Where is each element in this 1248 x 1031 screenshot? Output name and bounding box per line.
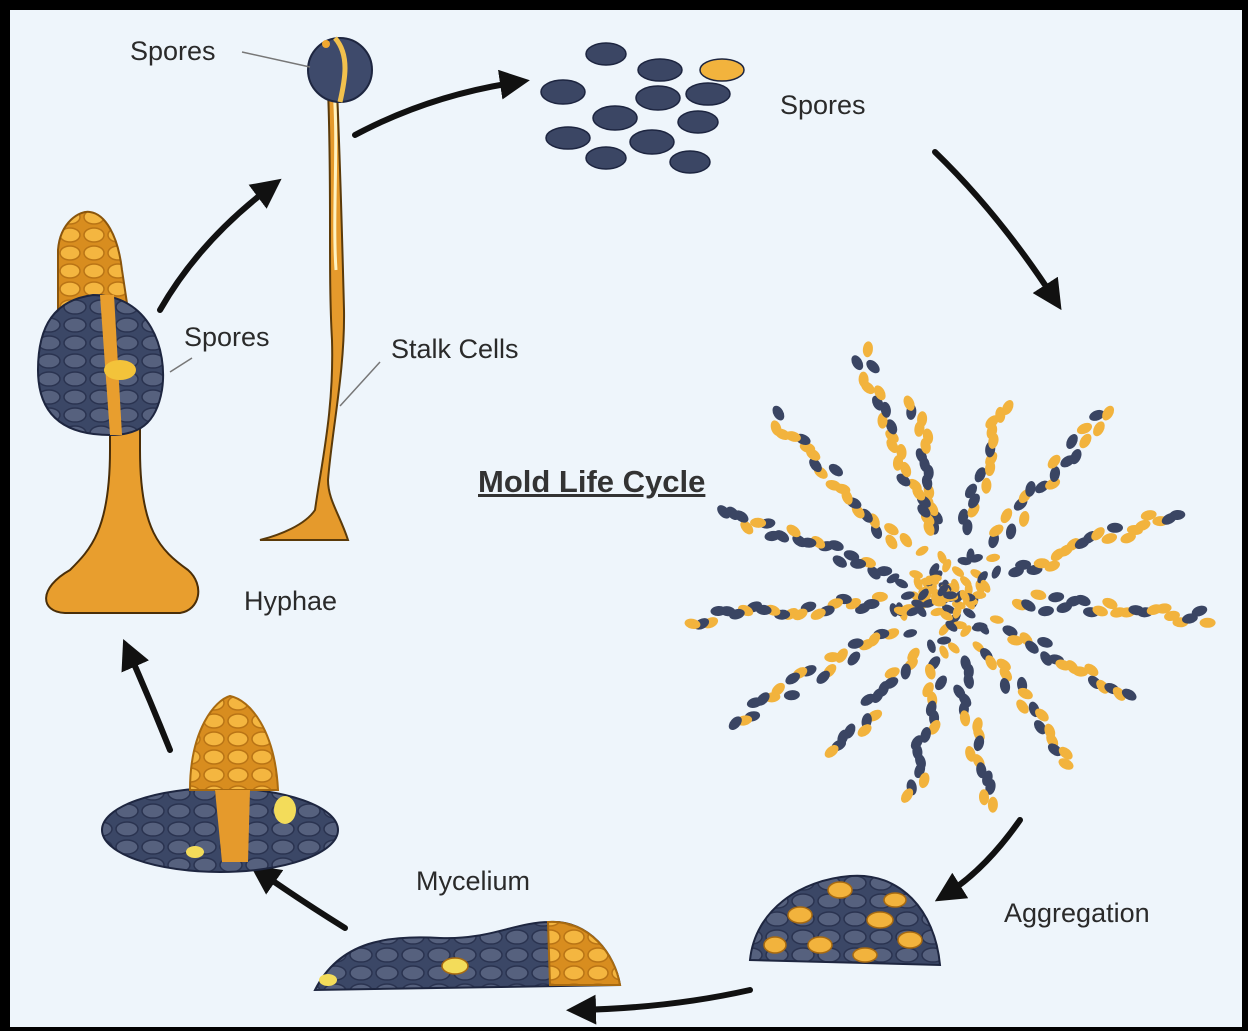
- aggregating-cell: [849, 353, 866, 372]
- aggregating-cell: [883, 532, 900, 551]
- cycle-arrows: [128, 82, 1055, 1010]
- aggregating-cell: [783, 690, 800, 701]
- arrow-fruiting-to-sporangium: [160, 186, 272, 310]
- label-stalk-cells: Stalk Cells: [391, 336, 519, 363]
- aggregating-cell: [1200, 618, 1216, 628]
- culmination-stage: [102, 696, 338, 872]
- aggregating-cell: [908, 569, 924, 581]
- arrow-mound-to-slug: [578, 990, 750, 1010]
- label-hyphae: Hyphae: [244, 588, 337, 615]
- arrow-mexican-hat-to-fruiting: [128, 650, 170, 750]
- label-spores-sporangium: Spores: [130, 38, 216, 65]
- arrow-slug-to-mexican-hat: [260, 872, 345, 928]
- aggregating-cell: [882, 521, 901, 538]
- aggregating-cell: [864, 357, 882, 375]
- label-mycelium: Mycelium: [416, 868, 530, 895]
- aggregation-cluster: [684, 341, 1216, 813]
- diagram-title: Mold Life Cycle: [478, 464, 705, 500]
- aggregating-cell: [1029, 588, 1047, 601]
- aggregating-cell: [1077, 432, 1094, 451]
- aggregating-cell: [914, 544, 930, 558]
- aggregating-cell: [770, 404, 787, 423]
- aggregating-cell: [902, 628, 918, 639]
- aggregating-cell: [1018, 510, 1031, 528]
- aggregating-cell: [1091, 419, 1108, 438]
- leader-lines: [170, 52, 380, 406]
- label-spores-fruiting: Spores: [184, 324, 270, 351]
- aggregating-cell: [1005, 523, 1018, 540]
- arrow-sporangium-to-spores: [355, 82, 518, 135]
- aggregating-cell: [897, 531, 914, 550]
- aggregating-cell: [998, 506, 1014, 525]
- aggregating-cell: [1036, 635, 1054, 649]
- mycelium-slug: [315, 922, 620, 990]
- fruiting-body: [38, 212, 198, 613]
- aggregating-cell: [990, 564, 1003, 580]
- aggregating-cell: [988, 797, 998, 813]
- aggregating-cell: [986, 553, 1001, 563]
- life-cycle-diagram: [10, 10, 1242, 1027]
- aggregating-cell: [989, 614, 1004, 625]
- aggregation-mound: [750, 876, 940, 965]
- aggregating-cell: [1075, 421, 1094, 437]
- aggregating-cell: [827, 461, 846, 479]
- label-aggregation: Aggregation: [1004, 900, 1150, 927]
- aggregating-cell: [1107, 523, 1123, 533]
- aggregating-cell: [1048, 591, 1065, 603]
- aggregating-cell: [925, 638, 937, 654]
- aggregating-cell: [862, 341, 874, 358]
- sporangium-stalk: [260, 38, 372, 540]
- arrow-spores-to-aggregation: [935, 152, 1055, 300]
- aggregating-cell: [1064, 432, 1080, 451]
- aggregating-cell: [1074, 593, 1093, 608]
- aggregating-cell: [1014, 697, 1032, 716]
- free-spores: [541, 43, 744, 173]
- label-spores-free: Spores: [780, 92, 866, 119]
- aggregating-cell: [1037, 605, 1054, 617]
- arrow-aggregation-to-mound: [945, 820, 1020, 895]
